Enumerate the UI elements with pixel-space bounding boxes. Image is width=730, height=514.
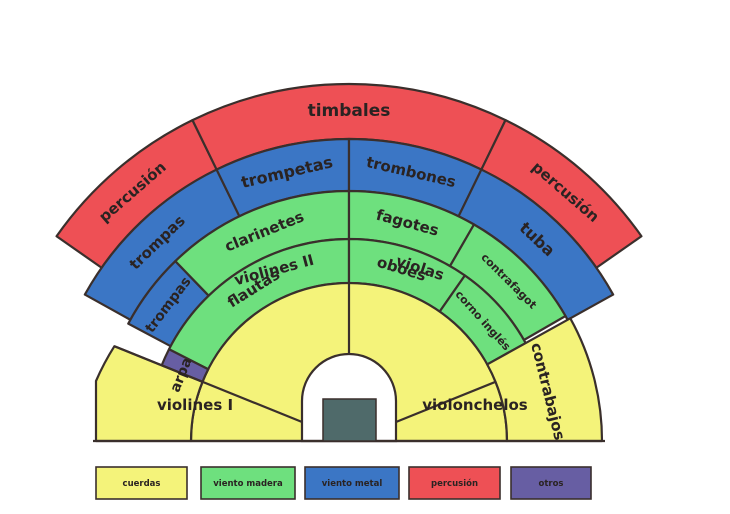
legend-label-viento_metal: viento metal <box>322 479 383 489</box>
legend-label-otros: otros <box>539 479 564 489</box>
section-areas <box>55 82 643 443</box>
legend-label-percusion: percusión <box>431 478 478 489</box>
legend: cuerdas viento madera viento metal percusió… <box>95 466 592 500</box>
divider-violines <box>114 345 305 425</box>
legend-label-viento_madera: viento madera <box>213 479 283 489</box>
conductor-podium <box>322 398 377 442</box>
legend-item-cuerdas: cuerdas <box>95 466 188 500</box>
label-violines-1: violines I <box>157 396 233 414</box>
legend-swatch-viento_madera <box>200 466 296 500</box>
legend-item-viento_metal: viento metal <box>304 466 400 500</box>
label-timbales: timbales <box>308 101 391 121</box>
divider-violonchelos <box>393 380 496 425</box>
legend-swatch-percusion <box>408 466 501 500</box>
legend-swatch-cuerdas <box>95 466 188 500</box>
legend-swatch-otros <box>510 466 592 500</box>
legend-item-otros: otros <box>510 466 592 500</box>
legend-label-cuerdas: cuerdas <box>123 479 161 489</box>
legend-item-viento_madera: viento madera <box>200 466 296 500</box>
legend-item-percusion: percusión <box>408 466 501 500</box>
label-violonchelos: violonchelos <box>422 396 528 414</box>
legend-swatch-viento_metal <box>304 466 400 500</box>
